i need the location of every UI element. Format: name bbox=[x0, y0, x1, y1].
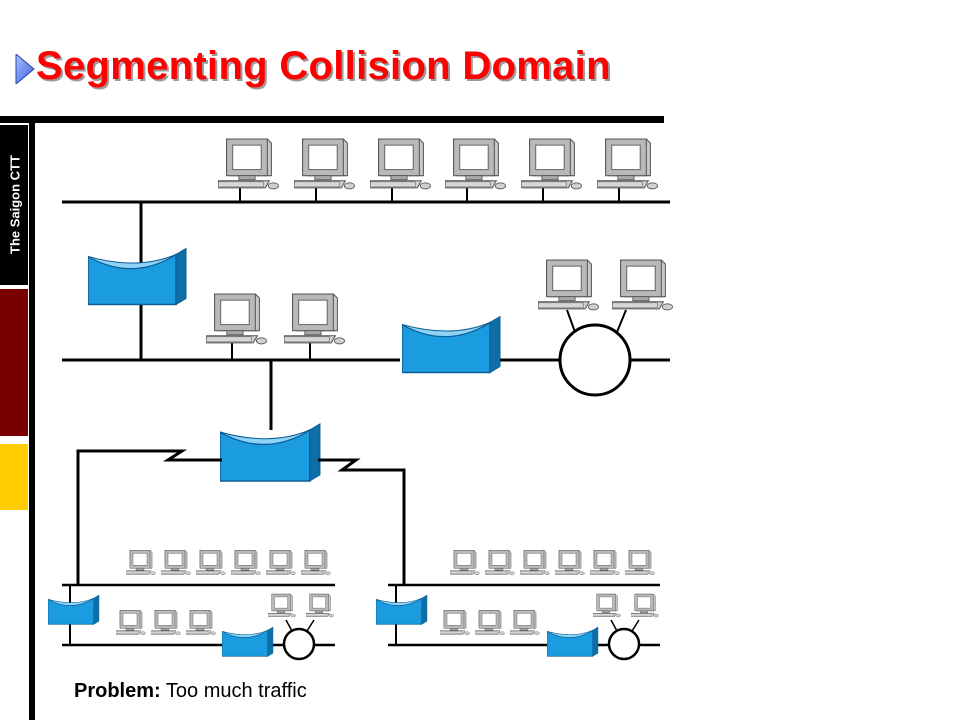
hub-ring-icon bbox=[607, 627, 641, 661]
bullet-arrow-icon bbox=[15, 54, 35, 84]
problem-label: Problem: bbox=[74, 680, 161, 702]
workstation-icon bbox=[475, 609, 505, 636]
problem-text: Too much traffic bbox=[165, 680, 307, 702]
hub-ring-icon bbox=[558, 323, 632, 397]
workstation-icon bbox=[631, 593, 659, 618]
workstation-icon bbox=[206, 293, 268, 345]
left-divider bbox=[29, 120, 35, 720]
workstation-icon bbox=[218, 138, 280, 190]
workstation-icon bbox=[306, 593, 334, 618]
brand-block bbox=[0, 125, 28, 285]
bridge-icon bbox=[222, 626, 274, 657]
slide-title: Segmenting Collision Domain bbox=[36, 44, 611, 88]
workstation-icon bbox=[555, 549, 585, 576]
workstation-icon bbox=[597, 138, 659, 190]
bridge-icon bbox=[376, 594, 428, 625]
maroon-accent-block bbox=[0, 289, 28, 436]
workstation-icon bbox=[485, 549, 515, 576]
workstation-icon bbox=[520, 549, 550, 576]
workstation-icon bbox=[625, 549, 655, 576]
workstation-icon bbox=[151, 609, 181, 636]
workstation-icon bbox=[161, 549, 191, 576]
workstation-icon bbox=[612, 259, 674, 311]
workstation-icon bbox=[510, 609, 540, 636]
workstation-icon bbox=[266, 549, 296, 576]
workstation-icon bbox=[440, 609, 470, 636]
workstation-icon bbox=[116, 609, 146, 636]
yellow-accent-block bbox=[0, 444, 28, 510]
workstation-icon bbox=[590, 549, 620, 576]
problem-caption: Problem: Too much traffic bbox=[74, 680, 307, 703]
serial-link-icon bbox=[76, 449, 222, 585]
workstation-icon bbox=[284, 293, 346, 345]
workstation-icon bbox=[538, 259, 600, 311]
bridge-icon bbox=[547, 626, 599, 657]
workstation-icon bbox=[593, 593, 621, 618]
serial-link-icon bbox=[318, 458, 406, 585]
workstation-icon bbox=[126, 549, 156, 576]
top-divider bbox=[0, 116, 664, 123]
hub-ring-icon bbox=[282, 627, 316, 661]
workstation-icon bbox=[231, 549, 261, 576]
workstation-icon bbox=[370, 138, 432, 190]
bridge-icon bbox=[48, 594, 100, 625]
workstation-icon bbox=[294, 138, 356, 190]
workstation-icon bbox=[186, 609, 216, 636]
workstation-icon bbox=[445, 138, 507, 190]
bridge-icon bbox=[402, 315, 501, 374]
workstation-icon bbox=[301, 549, 331, 576]
bridge-icon bbox=[220, 423, 321, 482]
workstation-icon bbox=[450, 549, 480, 576]
workstation-icon bbox=[196, 549, 226, 576]
bridge-icon bbox=[88, 247, 187, 306]
workstation-icon bbox=[521, 138, 583, 190]
workstation-icon bbox=[268, 593, 296, 618]
